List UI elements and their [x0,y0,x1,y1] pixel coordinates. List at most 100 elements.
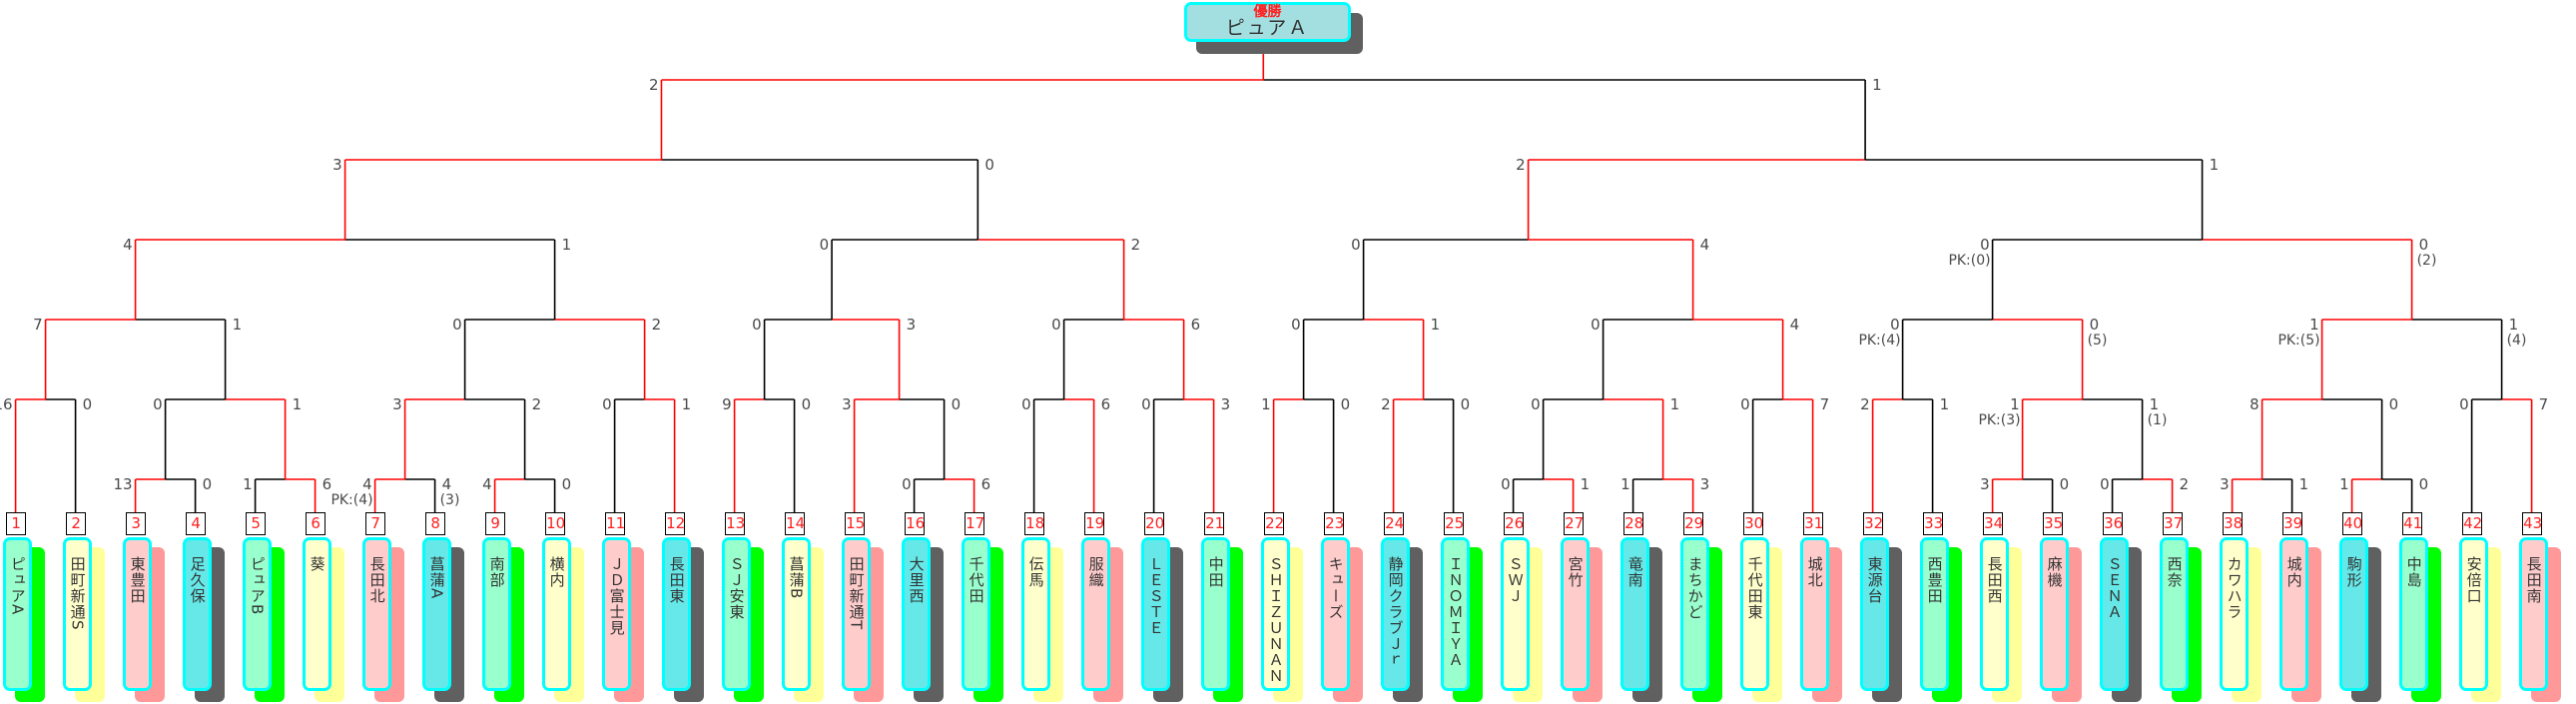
team-card[interactable]: まちかど [1679,537,1709,691]
team-card[interactable]: 中田 [1200,537,1230,691]
score-label: 3 [906,316,917,334]
team-card[interactable]: 西豊田 [1919,537,1949,691]
team-card[interactable]: ＪＤ富士見 [601,537,631,691]
team-name: 千代田 [966,556,985,604]
team-name: ピュアB [248,556,267,616]
score-label: 4 [123,236,133,254]
team-card[interactable]: 東豊田 [122,537,152,691]
team-name: カワハラ [2225,556,2244,620]
team-number: 15 [845,512,865,535]
team-card[interactable]: 竜南 [1619,537,1649,691]
score-label: 3 [392,395,402,413]
score-label: 6 [1190,316,1201,334]
team-card[interactable]: 駒形 [2338,537,2368,691]
team-name: 長田東 [667,556,686,604]
champion-box[interactable]: 優勝 ピュアＡ [1184,2,1351,42]
team-number: 3 [126,512,147,535]
team-name: 中田 [1206,556,1225,588]
team-card[interactable]: 長田東 [661,537,691,691]
team-number: 14 [785,512,805,535]
team-name: 足久保 [188,556,207,604]
team-card[interactable]: 安倍口 [2458,537,2488,691]
score-label: 16 [0,395,13,413]
score-label: 0 [1291,316,1301,334]
score-label: 1 [1939,395,1950,413]
team-card[interactable]: 宮竹 [1560,537,1590,691]
team-card[interactable]: 千代田 [961,537,990,691]
team-number: 13 [725,512,745,535]
team-number: 31 [1803,512,1823,535]
team-card[interactable]: ＳＷＪ [1500,537,1530,691]
team-name: キューズ [1326,556,1345,620]
team-number: 22 [1264,512,1284,535]
team-card[interactable]: 長田南 [2518,537,2548,691]
score-label: 2 [648,76,659,94]
team-card[interactable]: 長田北 [361,537,391,691]
team-name: ＬＥＳＴＥ [1146,556,1165,636]
team-card[interactable]: ピュアA [2,537,32,691]
champion-name: ピュアＡ [1225,17,1310,39]
team-number: 32 [1863,512,1883,535]
team-card[interactable]: 菖蒲A [421,537,451,691]
team-name: 城北 [1805,556,1824,588]
team-card[interactable]: ＬＥＳＴＥ [1140,537,1170,691]
team-name: 麻機 [2045,556,2064,588]
team-card[interactable]: 千代田東 [1739,537,1769,691]
score-label: 0 [561,475,572,493]
team-card[interactable]: ＩＮＯＭＩＹＡ [1440,537,1470,691]
team-card[interactable]: 足久保 [182,537,212,691]
pk-label: PK:(4) [1858,333,1901,349]
team-card[interactable]: キューズ [1320,537,1350,691]
score-label: 0 [202,475,213,493]
team-card[interactable]: 横内 [541,537,571,691]
team-number: 10 [545,512,565,535]
team-number: 19 [1084,512,1104,535]
pk-label: PK:(5) [2277,333,2320,349]
team-card[interactable]: ＳＥＮＡ [2099,537,2129,691]
team-card[interactable]: 東源台 [1859,537,1889,691]
team-card[interactable]: 西奈 [2159,537,2189,691]
team-number: 33 [1923,512,1943,535]
score-label: 7 [2538,395,2549,413]
team-card[interactable]: 中島 [2398,537,2428,691]
pk-label: PK:(3) [1978,412,2021,428]
score-label: 2 [1381,395,1391,413]
team-card[interactable]: 南部 [481,537,511,691]
team-card[interactable]: 城北 [1799,537,1829,691]
team-name: 菖蒲A [427,556,446,600]
team-card[interactable]: カワハラ [2219,537,2249,691]
team-card[interactable]: 麻機 [2039,537,2069,691]
score-label: 0 [1021,395,1031,413]
score-label: 7 [1819,395,1830,413]
team-card[interactable]: ピュアB [242,537,272,691]
team-card[interactable]: ＳＪ安東 [721,537,751,691]
team-card[interactable]: 菖蒲B [781,537,811,691]
team-card[interactable]: 静岡クラブＪｒ [1380,537,1410,691]
score-label: 3 [1699,475,1710,493]
team-name: 西豊田 [1925,556,1944,604]
team-card[interactable]: 田町新通T [841,537,871,691]
team-name: 駒形 [2344,556,2363,588]
team-number: 2 [66,512,87,535]
team-name: 大里西 [907,556,926,604]
score-label: 0 [153,395,163,413]
team-card[interactable]: 服織 [1080,537,1110,691]
team-card[interactable]: 大里西 [901,537,931,691]
team-card[interactable]: 城内 [2278,537,2308,691]
team-name: 東源台 [1865,556,1884,604]
team-name: 服織 [1086,556,1105,588]
team-card[interactable]: 長田西 [1979,537,2009,691]
team-card[interactable]: 葵 [302,537,331,691]
team-number: 6 [306,512,326,535]
team-card[interactable]: 伝馬 [1020,537,1050,691]
score-label: 0 [1351,236,1361,254]
team-name: ＳＨＩＺＵＮＡＮ [1266,556,1285,684]
team-card[interactable]: 田町新通S [62,537,92,691]
team-card[interactable]: ＳＨＩＺＵＮＡＮ [1260,537,1290,691]
score-label: 3 [2220,475,2230,493]
team-name: 竜南 [1625,556,1644,588]
score-label: 0 [2418,475,2429,493]
team-name: 千代田東 [1745,556,1764,620]
team-number: 34 [1983,512,2003,535]
team-name: 田町新通T [847,556,866,631]
